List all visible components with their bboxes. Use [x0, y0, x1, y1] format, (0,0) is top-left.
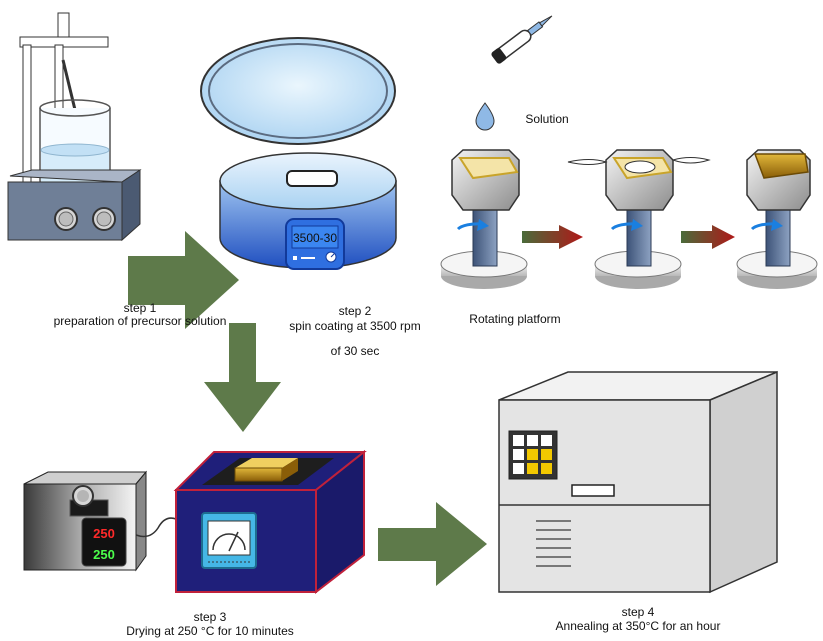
spin-display-value: 3500-30: [293, 231, 337, 245]
rotating-platform-2: [567, 149, 711, 289]
step2-description: spin coating at 3500 rpm: [289, 319, 421, 333]
droplet-icon: [475, 102, 495, 131]
keypad-key: [541, 435, 552, 446]
spin-coater: [200, 37, 397, 270]
step4-title: step 4: [621, 605, 655, 619]
rotating-platform-label: Rotating platform: [469, 312, 561, 326]
arrow-right-step1: [128, 231, 239, 329]
step1-description: preparation of precursor solution: [53, 314, 227, 328]
step1-title: step 1: [123, 301, 157, 315]
controller-set-value: 250: [93, 526, 115, 541]
arrow-small-2: [681, 225, 735, 249]
rotating-platform-3: [736, 149, 818, 289]
step3-description: Drying at 250 °C for 10 minutes: [126, 624, 294, 638]
rotating-platform-1: [440, 149, 528, 289]
keypad-key: [541, 449, 552, 460]
arrow-down-step2: [204, 323, 281, 432]
keypad-key: [527, 435, 538, 446]
furnace-keypad: [513, 435, 552, 474]
annealing-furnace: [498, 370, 778, 594]
controller-cable: [135, 517, 177, 538]
solution-label: Solution: [525, 112, 569, 126]
controller-actual-value: 250: [93, 547, 115, 562]
keypad-key: [513, 463, 524, 474]
drying-box: [173, 449, 367, 595]
pipette-dropper-icon: [491, 15, 553, 64]
step2-description-line2: of 30 sec: [330, 344, 380, 358]
temperature-controller: [23, 470, 148, 572]
keypad-key: [527, 463, 538, 474]
step2-title: step 2: [338, 304, 372, 318]
stirrer-apparatus: [7, 12, 142, 242]
keypad-key: [541, 463, 552, 474]
keypad-key: [513, 435, 524, 446]
keypad-key: [513, 449, 524, 460]
step3-title: step 3: [193, 610, 227, 624]
arrow-small-1: [522, 225, 583, 249]
keypad-key: [527, 449, 538, 460]
step4-description: Annealing at 350°C for an hour: [555, 619, 721, 633]
arrow-right-step3: [378, 502, 487, 586]
